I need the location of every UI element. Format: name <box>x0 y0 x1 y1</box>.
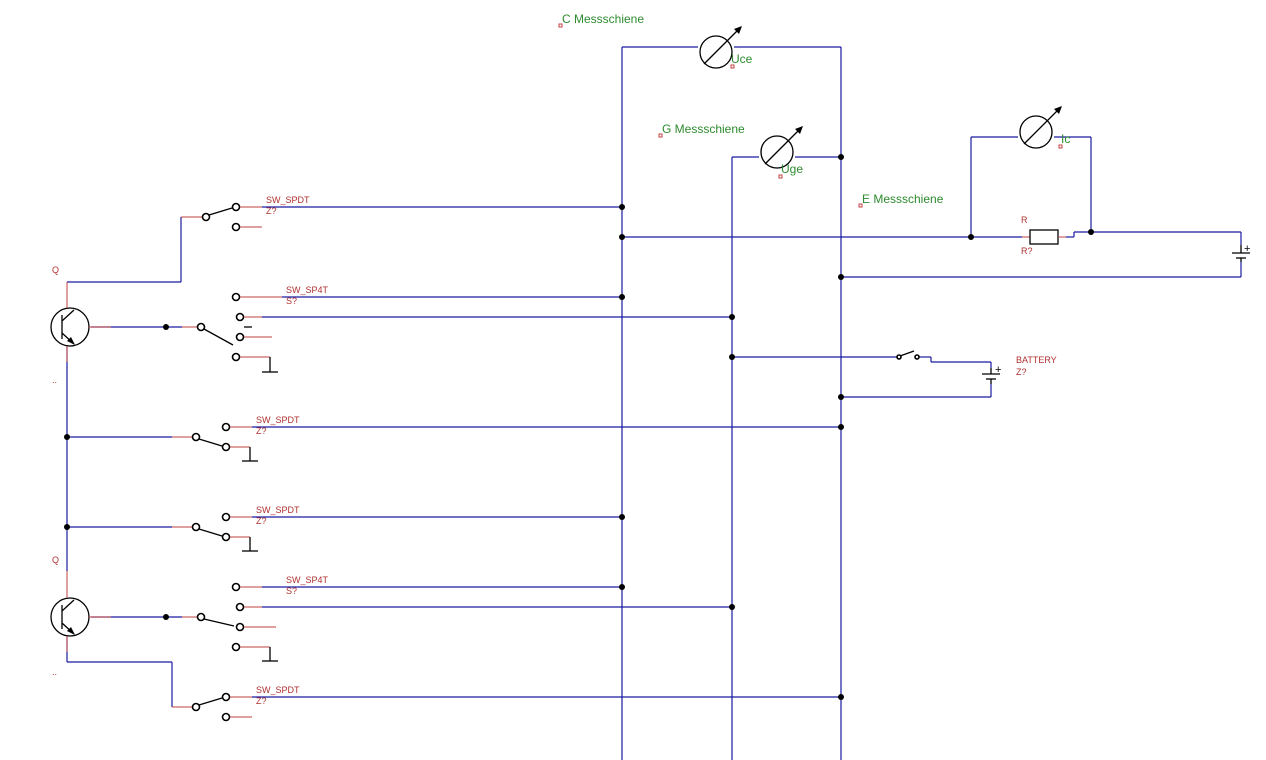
switch-4-name: SW_SPDT <box>256 505 300 515</box>
switch-spdt-4[interactable]: SW_SPDT Z? <box>172 505 300 552</box>
switch-1-name: SW_SPDT <box>266 195 310 205</box>
switch-2-ref: S? <box>286 296 297 306</box>
transistor-q1-ref: Q <box>52 265 59 275</box>
resistor-ref: R? <box>1021 246 1033 256</box>
switch-6-name: SW_SPDT <box>256 685 300 695</box>
transistor-q2[interactable]: Q .. <box>50 555 111 677</box>
meter-label-uge: Uge <box>781 162 803 176</box>
switch-spdt-6[interactable]: SW_SPDT Z? <box>172 685 300 722</box>
transistor-q2-value: .. <box>52 667 57 677</box>
switch-1-ref: Z? <box>266 206 277 216</box>
voltmeter-uge[interactable]: Uge <box>760 126 803 179</box>
net-label-g: G Messschiene <box>658 122 745 138</box>
net-label-g-text: G Messschiene <box>662 122 745 136</box>
resistor-name: R <box>1021 215 1028 225</box>
ammeter-ic[interactable]: Ic <box>1019 106 1070 149</box>
battery-ref: Z? <box>1016 367 1027 377</box>
resistor-r[interactable]: R R? <box>1021 215 1066 256</box>
switch-3-name: SW_SPDT <box>256 415 300 425</box>
transistor-q1-value: .. <box>52 375 57 385</box>
transistor-q1[interactable]: Q .. <box>50 265 111 385</box>
battery-right-plus: + <box>1244 243 1250 255</box>
wires <box>66 46 1242 760</box>
meter-label-ic: Ic <box>1061 132 1070 146</box>
switch-spdt-1[interactable]: SW_SPDT Z? <box>181 195 310 232</box>
switch-2-name: SW_SP4T <box>286 285 329 295</box>
net-label-c: C Messschiene <box>558 12 644 28</box>
switch-spdt-3[interactable]: SW_SPDT Z? <box>172 415 300 462</box>
battery-right[interactable]: + <box>1232 243 1250 262</box>
voltmeter-uce[interactable]: Uce <box>699 26 753 69</box>
net-label-e-text: E Messschiene <box>862 192 944 206</box>
switch-5-ref: S? <box>286 586 297 596</box>
switch-sp4t-2[interactable]: SW_SP4T S? <box>182 285 329 373</box>
switch-6-ref: Z? <box>256 696 267 706</box>
transistor-q2-ref: Q <box>52 555 59 565</box>
switch-5-name: SW_SP4T <box>286 575 329 585</box>
battery-z[interactable]: + BATTERY Z? <box>982 355 1057 384</box>
battery-switch[interactable] <box>896 350 920 360</box>
switch-sp4t-5[interactable]: SW_SP4T S? <box>182 575 329 662</box>
switch-4-ref: Z? <box>256 516 267 526</box>
battery-z-plus: + <box>995 364 1001 376</box>
net-label-e: E Messschiene <box>858 192 944 208</box>
switch-3-ref: Z? <box>256 426 267 436</box>
net-label-c-text: C Messschiene <box>562 12 644 26</box>
meter-label-uce: Uce <box>731 52 753 66</box>
junctions <box>64 154 1094 700</box>
battery-name: BATTERY <box>1016 355 1057 365</box>
